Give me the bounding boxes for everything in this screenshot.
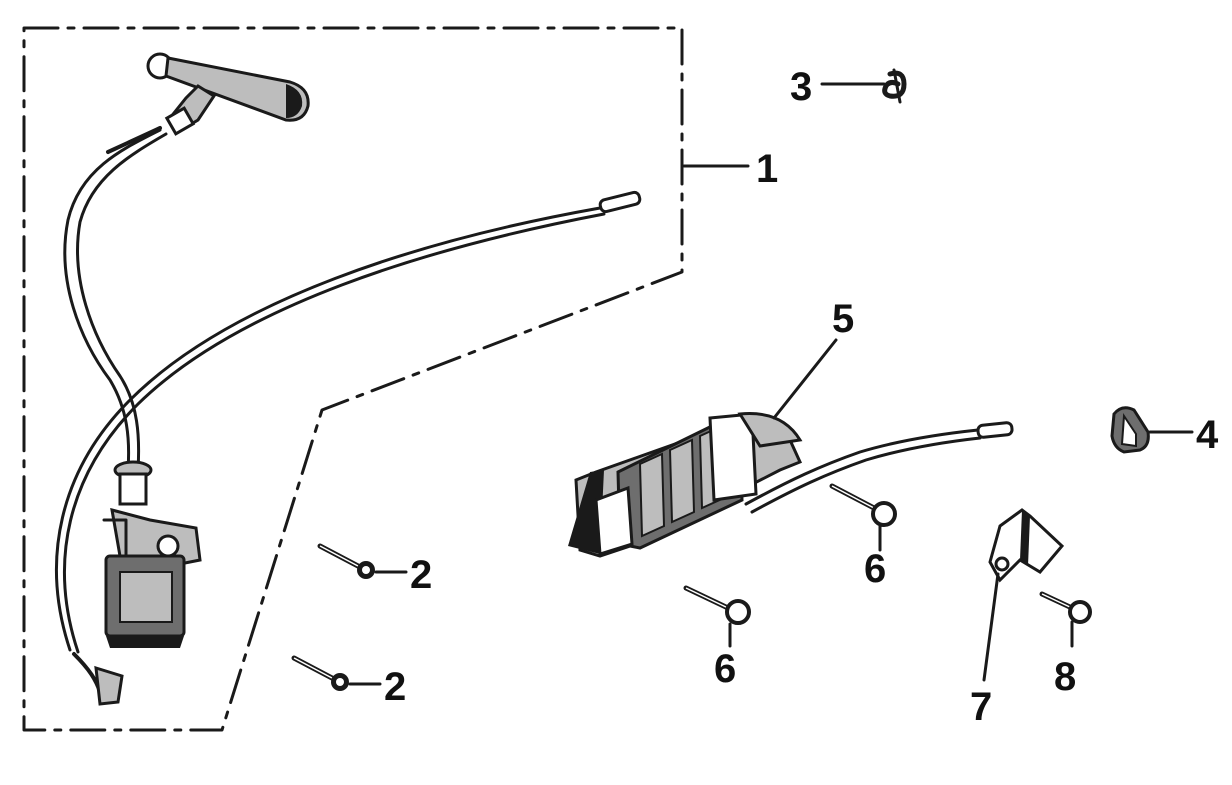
leader-line-7 [982, 572, 1000, 682]
callout-6a: 6 [864, 547, 886, 591]
bolt-icon [291, 655, 349, 691]
wire-terminal-icon [598, 190, 642, 214]
bolt-icon [317, 543, 375, 579]
wire-clip-icon [882, 68, 907, 104]
wire-terminal-icon [976, 421, 1014, 439]
callout-7: 7 [970, 685, 992, 729]
ignition-coil-assembly [55, 52, 642, 706]
leader-line-5 [772, 338, 838, 420]
rubber-cap-icon [1110, 406, 1150, 454]
bolt-icon [829, 483, 897, 527]
callout-6b: 6 [714, 647, 736, 691]
bolt-icon [683, 585, 751, 625]
exciter-coil-icon [568, 412, 803, 558]
callout-8: 8 [1054, 655, 1076, 699]
callout-5: 5 [832, 297, 854, 341]
callout-2b: 2 [384, 665, 406, 709]
stop-switch-wire [55, 206, 602, 652]
exciter-coil-wire [744, 428, 980, 506]
callout-1: 1 [756, 147, 778, 191]
callout-2a: 2 [410, 553, 432, 597]
callout-4: 4 [1196, 413, 1219, 457]
spark-plug-cap-icon [146, 52, 310, 136]
bracket-icon [988, 508, 1065, 583]
ignition-coil-body-icon [102, 507, 202, 648]
bolt-icon [1039, 591, 1092, 624]
callout-3: 3 [790, 65, 812, 109]
group-boundary-item-1 [22, 26, 684, 732]
